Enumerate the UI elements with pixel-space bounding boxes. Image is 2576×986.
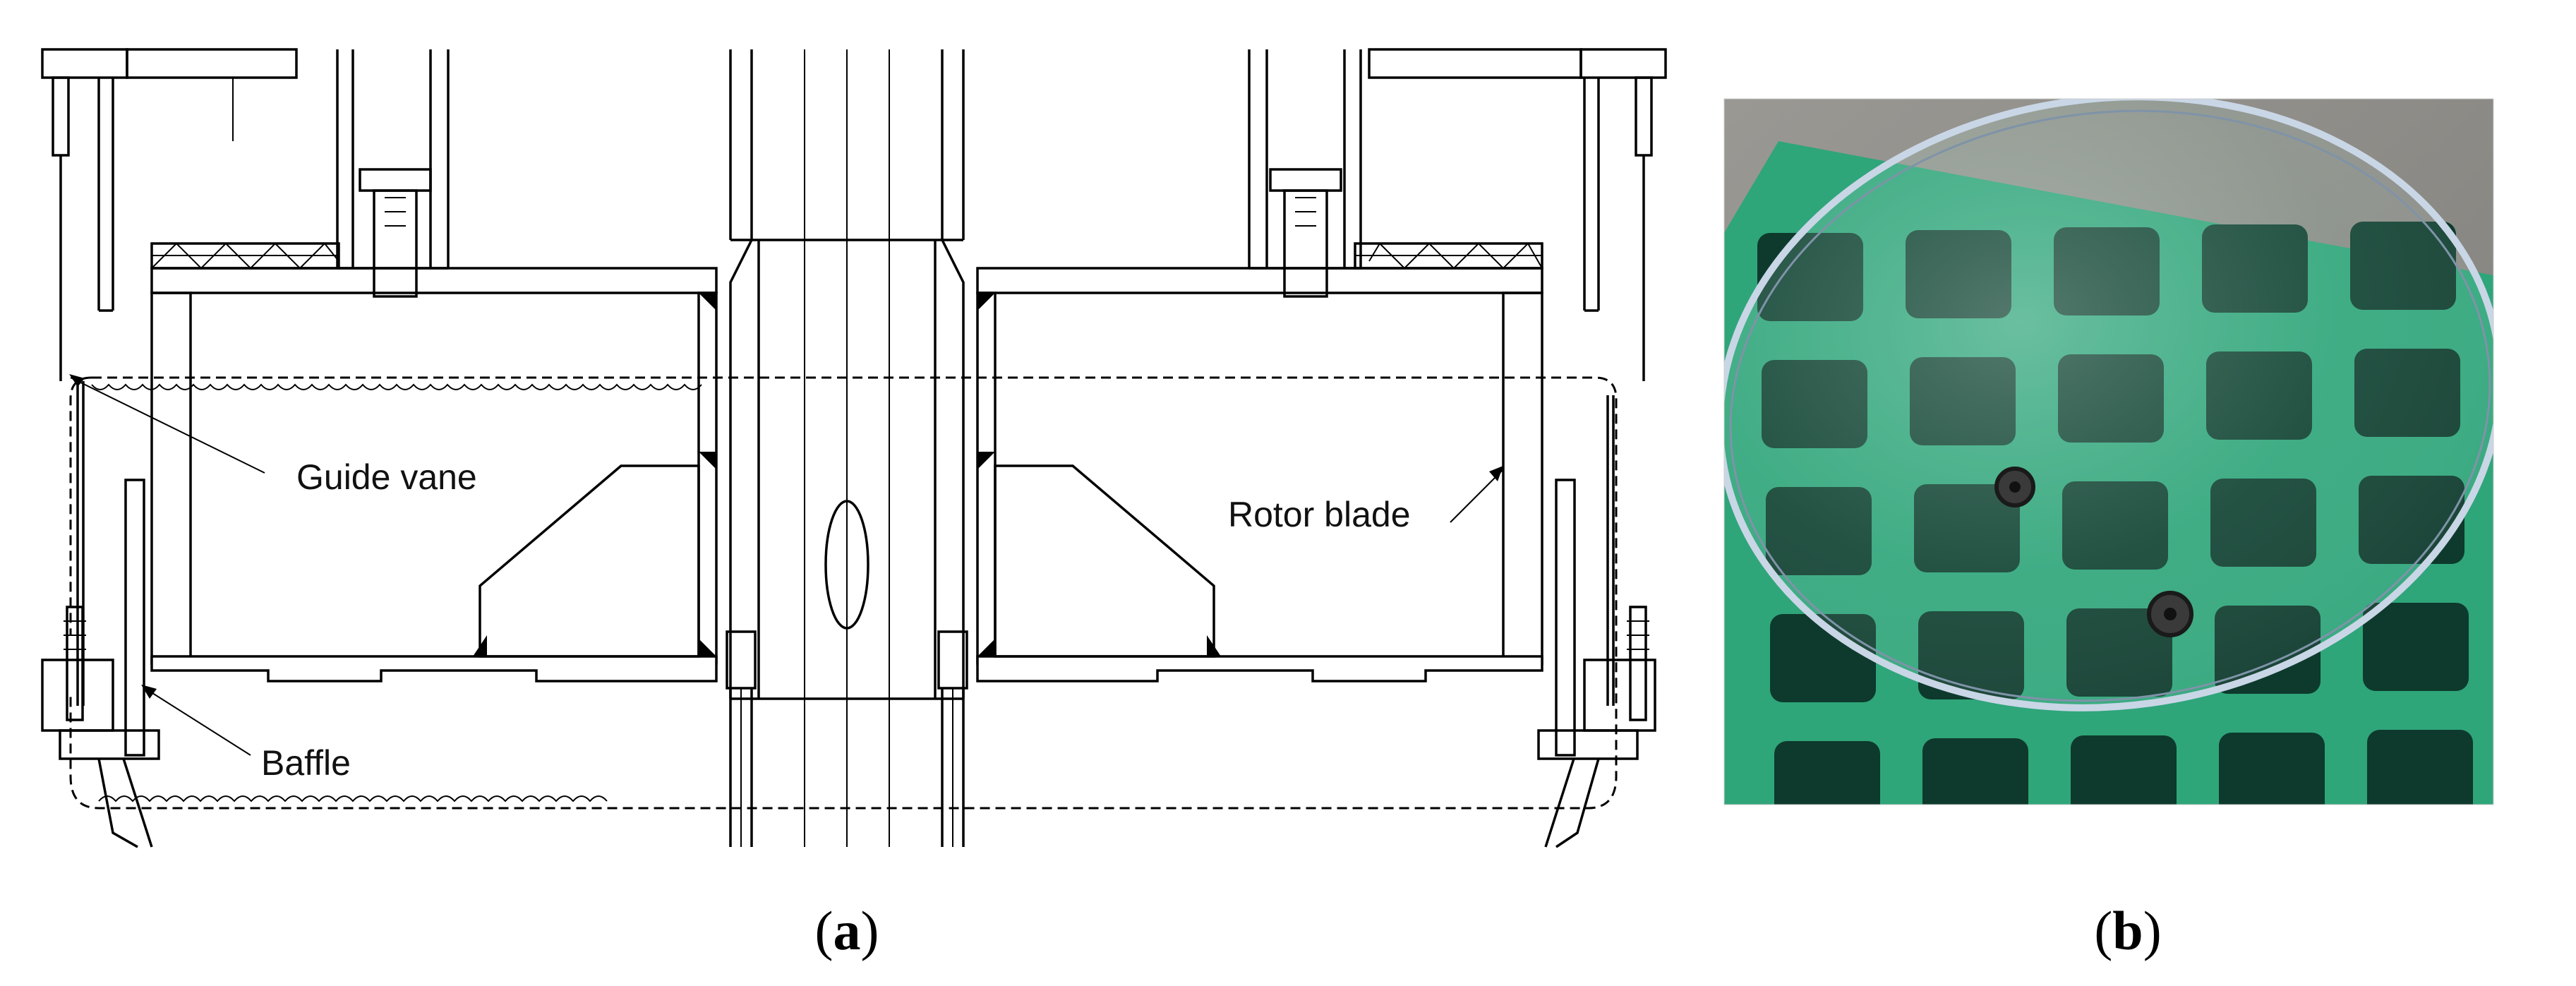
grating-hole — [1774, 741, 1880, 805]
guide-vane-leader — [70, 377, 265, 474]
acrylic-disc-inner-edge — [1729, 109, 2491, 702]
grating-hole — [1927, 865, 2033, 954]
grating-hole — [2520, 854, 2576, 942]
casing-scallops-bottom — [98, 795, 608, 802]
grating-hole — [2219, 733, 2325, 805]
casing-outline — [69, 376, 1618, 810]
grating-hole — [1778, 868, 1884, 956]
right-bearing-housing — [1248, 49, 1362, 298]
left-baffle — [124, 479, 145, 757]
panel-a-label: (a) — [815, 900, 879, 961]
rotor-blade-leader — [1450, 469, 1504, 523]
grating-hole — [2511, 600, 2576, 688]
rotor-blade-label: Rotor blade — [1228, 495, 1411, 534]
left-rotor-hub — [150, 242, 718, 683]
top-right-flange — [1368, 48, 1667, 381]
grating-hole — [2363, 603, 2469, 691]
lower-right-bolt — [937, 630, 968, 847]
right-rotor-hub — [976, 242, 1543, 683]
grating-hole — [2371, 857, 2477, 945]
casing-scallops-top — [91, 383, 702, 390]
grating-hole — [2223, 860, 2329, 948]
acrylic-disc — [1724, 99, 2493, 711]
grating-hole — [2503, 346, 2576, 434]
lower-right-bracket — [1537, 606, 1656, 848]
grating-hole — [1922, 738, 2028, 805]
right-baffle — [1555, 479, 1576, 757]
grating-hole — [2367, 730, 2473, 805]
grating-hole — [2507, 473, 2576, 561]
left-bearing-housing — [336, 49, 450, 298]
lower-left-bolt — [726, 630, 757, 847]
grating-hole — [2515, 727, 2576, 815]
lower-left-bracket — [41, 606, 160, 848]
central-shaft — [729, 49, 965, 847]
grating-hole — [2071, 735, 2177, 805]
panel-a-drawing: Guide vane Rotor blade Baffle — [41, 48, 1667, 848]
right-guide-vane — [1606, 395, 1615, 706]
guide-vane-label: Guide vane — [296, 457, 477, 497]
grating-hole — [2498, 219, 2576, 307]
baffle-label: Baffle — [261, 743, 351, 783]
panel-b-label: (b) — [2094, 900, 2161, 961]
baffle-leader — [144, 687, 251, 756]
top-left-flange — [41, 48, 298, 381]
panel-b-photo — [1723, 98, 2576, 956]
